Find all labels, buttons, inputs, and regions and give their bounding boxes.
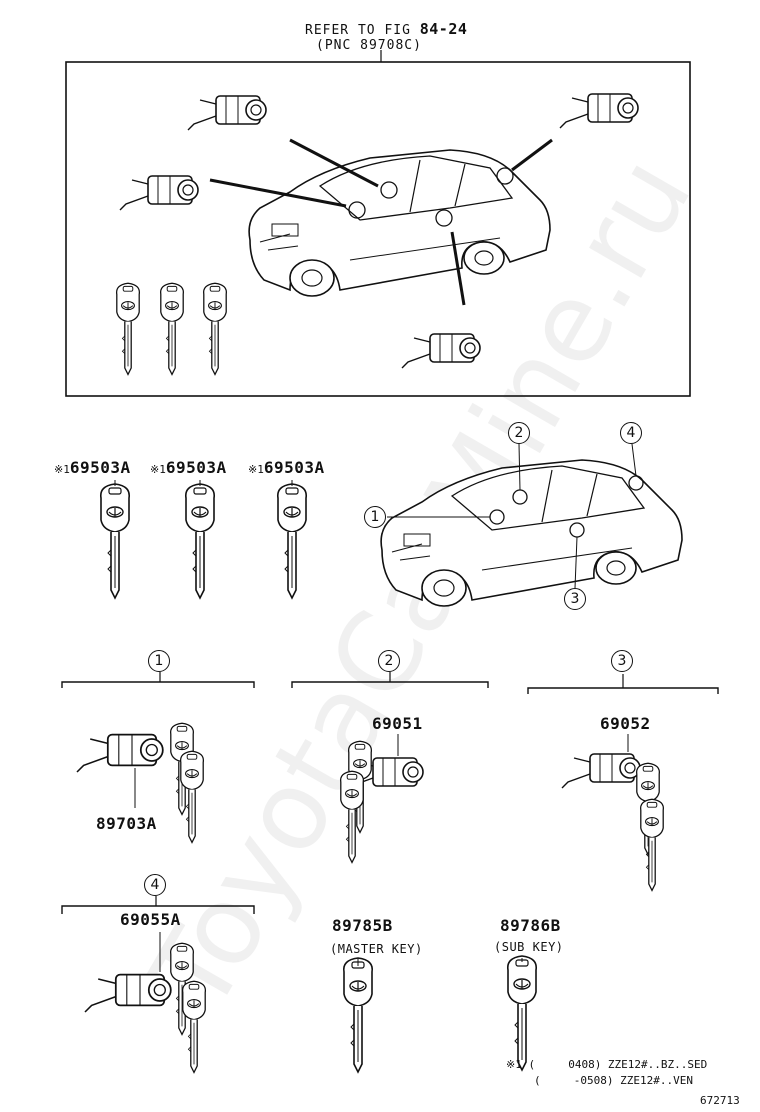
- reference-prefix: REFER TO FIG: [305, 23, 411, 38]
- key-69503a-2: [184, 483, 216, 599]
- footnote-line-1: ※1 ( 0408) ZZE12#..BZ..SED: [506, 1058, 708, 1071]
- group-callout-3: 3: [611, 650, 633, 672]
- key-69503a-1: [99, 483, 131, 599]
- label-master-key: (MASTER KEY): [330, 942, 423, 956]
- trunk-cylinder-ref: [559, 93, 639, 129]
- part-trunk: 69055A: [120, 910, 181, 929]
- part-sub-key: 89786B: [500, 916, 561, 935]
- car-reference-drawing: [248, 149, 551, 297]
- car-callout-3: 3: [564, 588, 586, 610]
- trunk-key-b: [181, 980, 207, 1074]
- rear-door-cylinder: [561, 753, 641, 789]
- car-location-drawing: [380, 459, 683, 607]
- trunk-cylinder: [84, 973, 172, 1013]
- group-callout-1: 1: [148, 650, 170, 672]
- key-label-3: ※169503A: [248, 458, 325, 477]
- reference-figure-number: 84-24: [419, 20, 468, 38]
- part-rear-door: 69052: [600, 714, 651, 733]
- reference-line-1: REFER TO FIG 84-24: [305, 20, 467, 38]
- ignition-cylinder-ref: [119, 175, 199, 211]
- key-part-1: 69503A: [69, 458, 131, 477]
- reference-box: [65, 61, 691, 397]
- part-master-key: 89785B: [332, 916, 393, 935]
- key-part-3: 69503A: [263, 458, 325, 477]
- figure-id: 672713: [700, 1094, 740, 1107]
- car-callout-2: 2: [508, 422, 530, 444]
- front-door-cylinder-ref: [187, 95, 267, 131]
- key-mark-3: ※1: [248, 463, 264, 476]
- car-callout-1: 1: [364, 506, 386, 528]
- label-sub-key: (SUB KEY): [494, 940, 564, 954]
- part-ignition: 89703A: [96, 814, 157, 833]
- footnote-line-2: ( -0508) ZZE12#..VEN: [534, 1074, 693, 1087]
- key-ref-2: [159, 282, 185, 376]
- ignition-cylinder: [76, 733, 164, 773]
- key-label-1: ※169503A: [54, 458, 131, 477]
- car-callout-4: 4: [620, 422, 642, 444]
- group-callout-4: 4: [144, 874, 166, 896]
- reference-line-2: (PNC 89708C): [316, 38, 422, 53]
- master-key: [342, 957, 374, 1073]
- key-69503a-3: [276, 483, 308, 599]
- key-part-2: 69503A: [165, 458, 227, 477]
- key-ref-1: [115, 282, 141, 376]
- sub-key: [506, 955, 538, 1071]
- rear-door-key-b: [639, 798, 665, 892]
- key-mark-1: ※1: [54, 463, 70, 476]
- part-front-door: 69051: [372, 714, 423, 733]
- key-ref-3: [202, 282, 228, 376]
- key-label-2: ※169503A: [150, 458, 227, 477]
- key-mark-2: ※1: [150, 463, 166, 476]
- group-callout-2: 2: [378, 650, 400, 672]
- rear-door-cylinder-ref: [401, 333, 481, 369]
